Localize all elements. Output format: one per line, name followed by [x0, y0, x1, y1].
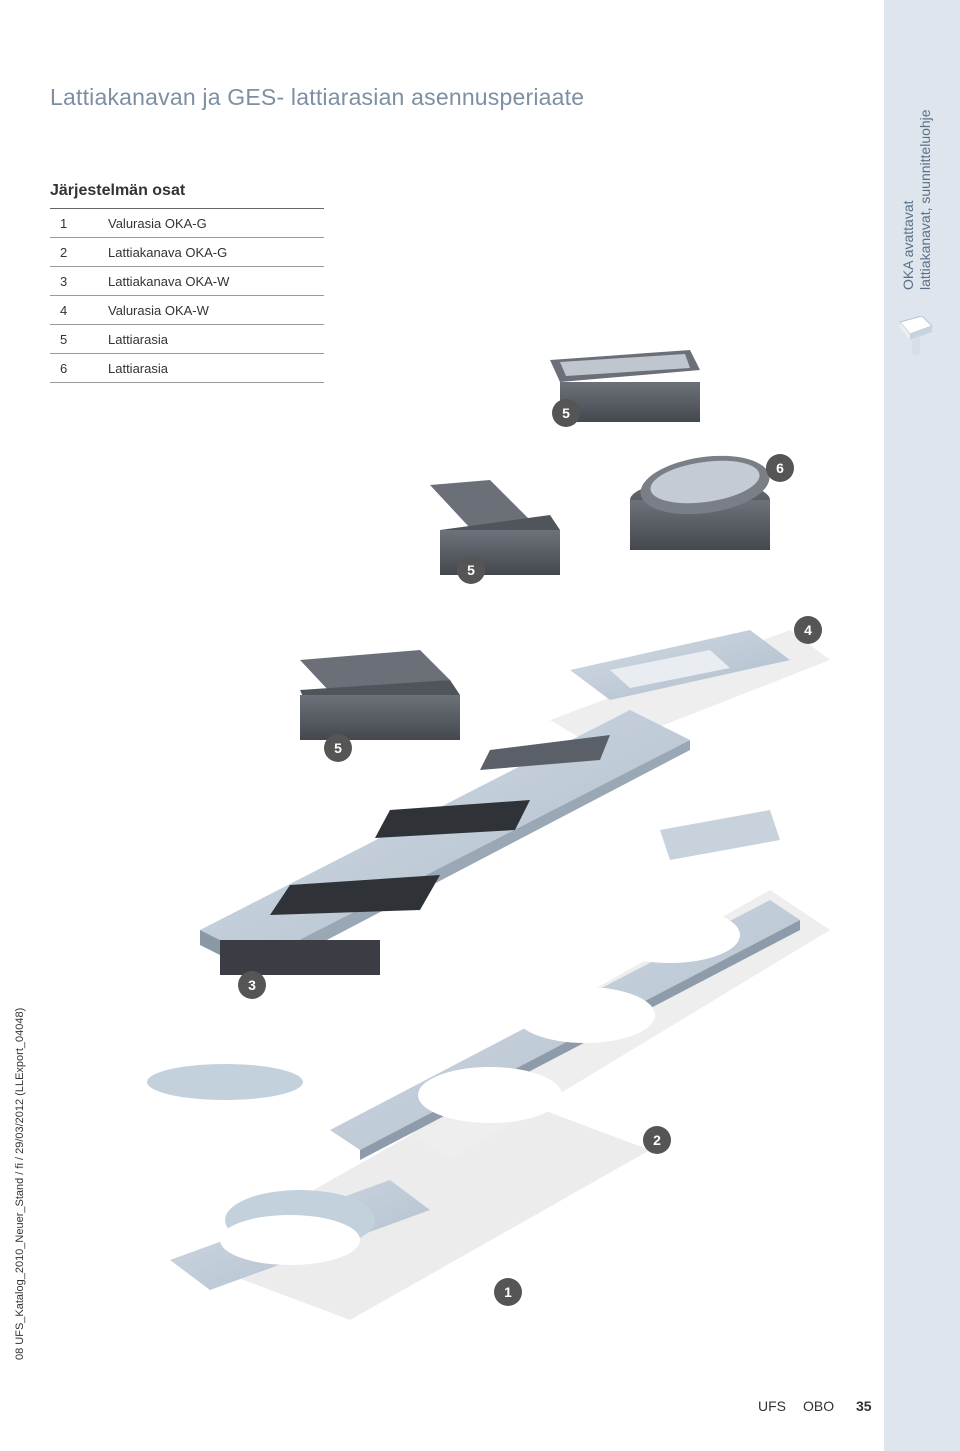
floor-box-5-middle — [430, 480, 560, 575]
part-number: 1 — [50, 208, 108, 238]
callout-badge: 2 — [643, 1126, 671, 1154]
footer-brand-obo: OBO — [803, 1398, 835, 1414]
page-title: Lattiakanavan ja GES- lattiarasian asenn… — [50, 84, 585, 110]
svg-text:4: 4 — [804, 622, 812, 638]
channel-2 — [330, 900, 800, 1160]
svg-text:3: 3 — [248, 977, 256, 993]
floor-box-5-top — [550, 350, 700, 422]
document-footer-vertical: 08 UFS_Katalog_2010_Neuer_Stand / fi / 2… — [14, 1007, 26, 1360]
part-name: Valurasia OKA-W — [108, 295, 324, 325]
svg-text:1: 1 — [504, 1284, 512, 1300]
part-number: 2 — [50, 237, 108, 267]
cover-plate — [660, 810, 780, 860]
page-number: 35 — [856, 1398, 872, 1414]
channel-4 — [570, 630, 790, 700]
channel-icon — [899, 316, 933, 356]
callout-badge: 5 — [552, 399, 580, 427]
part-name: Lattiarasia — [108, 353, 324, 383]
channel-3 — [200, 710, 690, 975]
callout-badge: 5 — [324, 734, 352, 762]
round-cover-plate — [147, 1064, 303, 1100]
callout-badge: 1 — [494, 1278, 522, 1306]
part-number: 6 — [50, 353, 108, 383]
footer-brand-ufs: UFS — [758, 1398, 786, 1414]
floor-box-6-round — [630, 455, 770, 550]
callout-badge: 4 — [794, 616, 822, 644]
part-name: Lattiakanava OKA-G — [108, 237, 324, 267]
floor-box-5-lower — [300, 650, 460, 740]
sidebar-chapter-title: OKA avattavat lattiakanavat, suunnittelu… — [900, 109, 934, 290]
part-name: Lattiakanava OKA-W — [108, 266, 324, 296]
svg-text:6: 6 — [776, 460, 784, 476]
section-title: Järjestelmän osat — [50, 182, 186, 199]
svg-text:2: 2 — [653, 1132, 661, 1148]
part-number: 4 — [50, 295, 108, 325]
svg-text:5: 5 — [334, 740, 342, 756]
sidebar-tab — [884, 0, 960, 1451]
callout-badge: 3 — [238, 971, 266, 999]
callout-badge: 6 — [766, 454, 794, 482]
part-number: 5 — [50, 324, 108, 354]
sidebar-line-2: lattiakanavat, suunnitteluohje — [917, 109, 933, 290]
svg-text:5: 5 — [562, 405, 570, 421]
sidebar-line-1: OKA avattavat — [900, 200, 916, 291]
installation-illustration: 5 6 5 4 5 3 2 1 — [147, 350, 830, 1320]
part-number: 3 — [50, 266, 108, 296]
part-name: Lattiarasia — [108, 324, 324, 354]
callout-badge: 5 — [457, 556, 485, 584]
svg-text:5: 5 — [467, 562, 475, 578]
part-name: Valurasia OKA-G — [108, 208, 324, 238]
floor-box-1 — [170, 1180, 430, 1290]
